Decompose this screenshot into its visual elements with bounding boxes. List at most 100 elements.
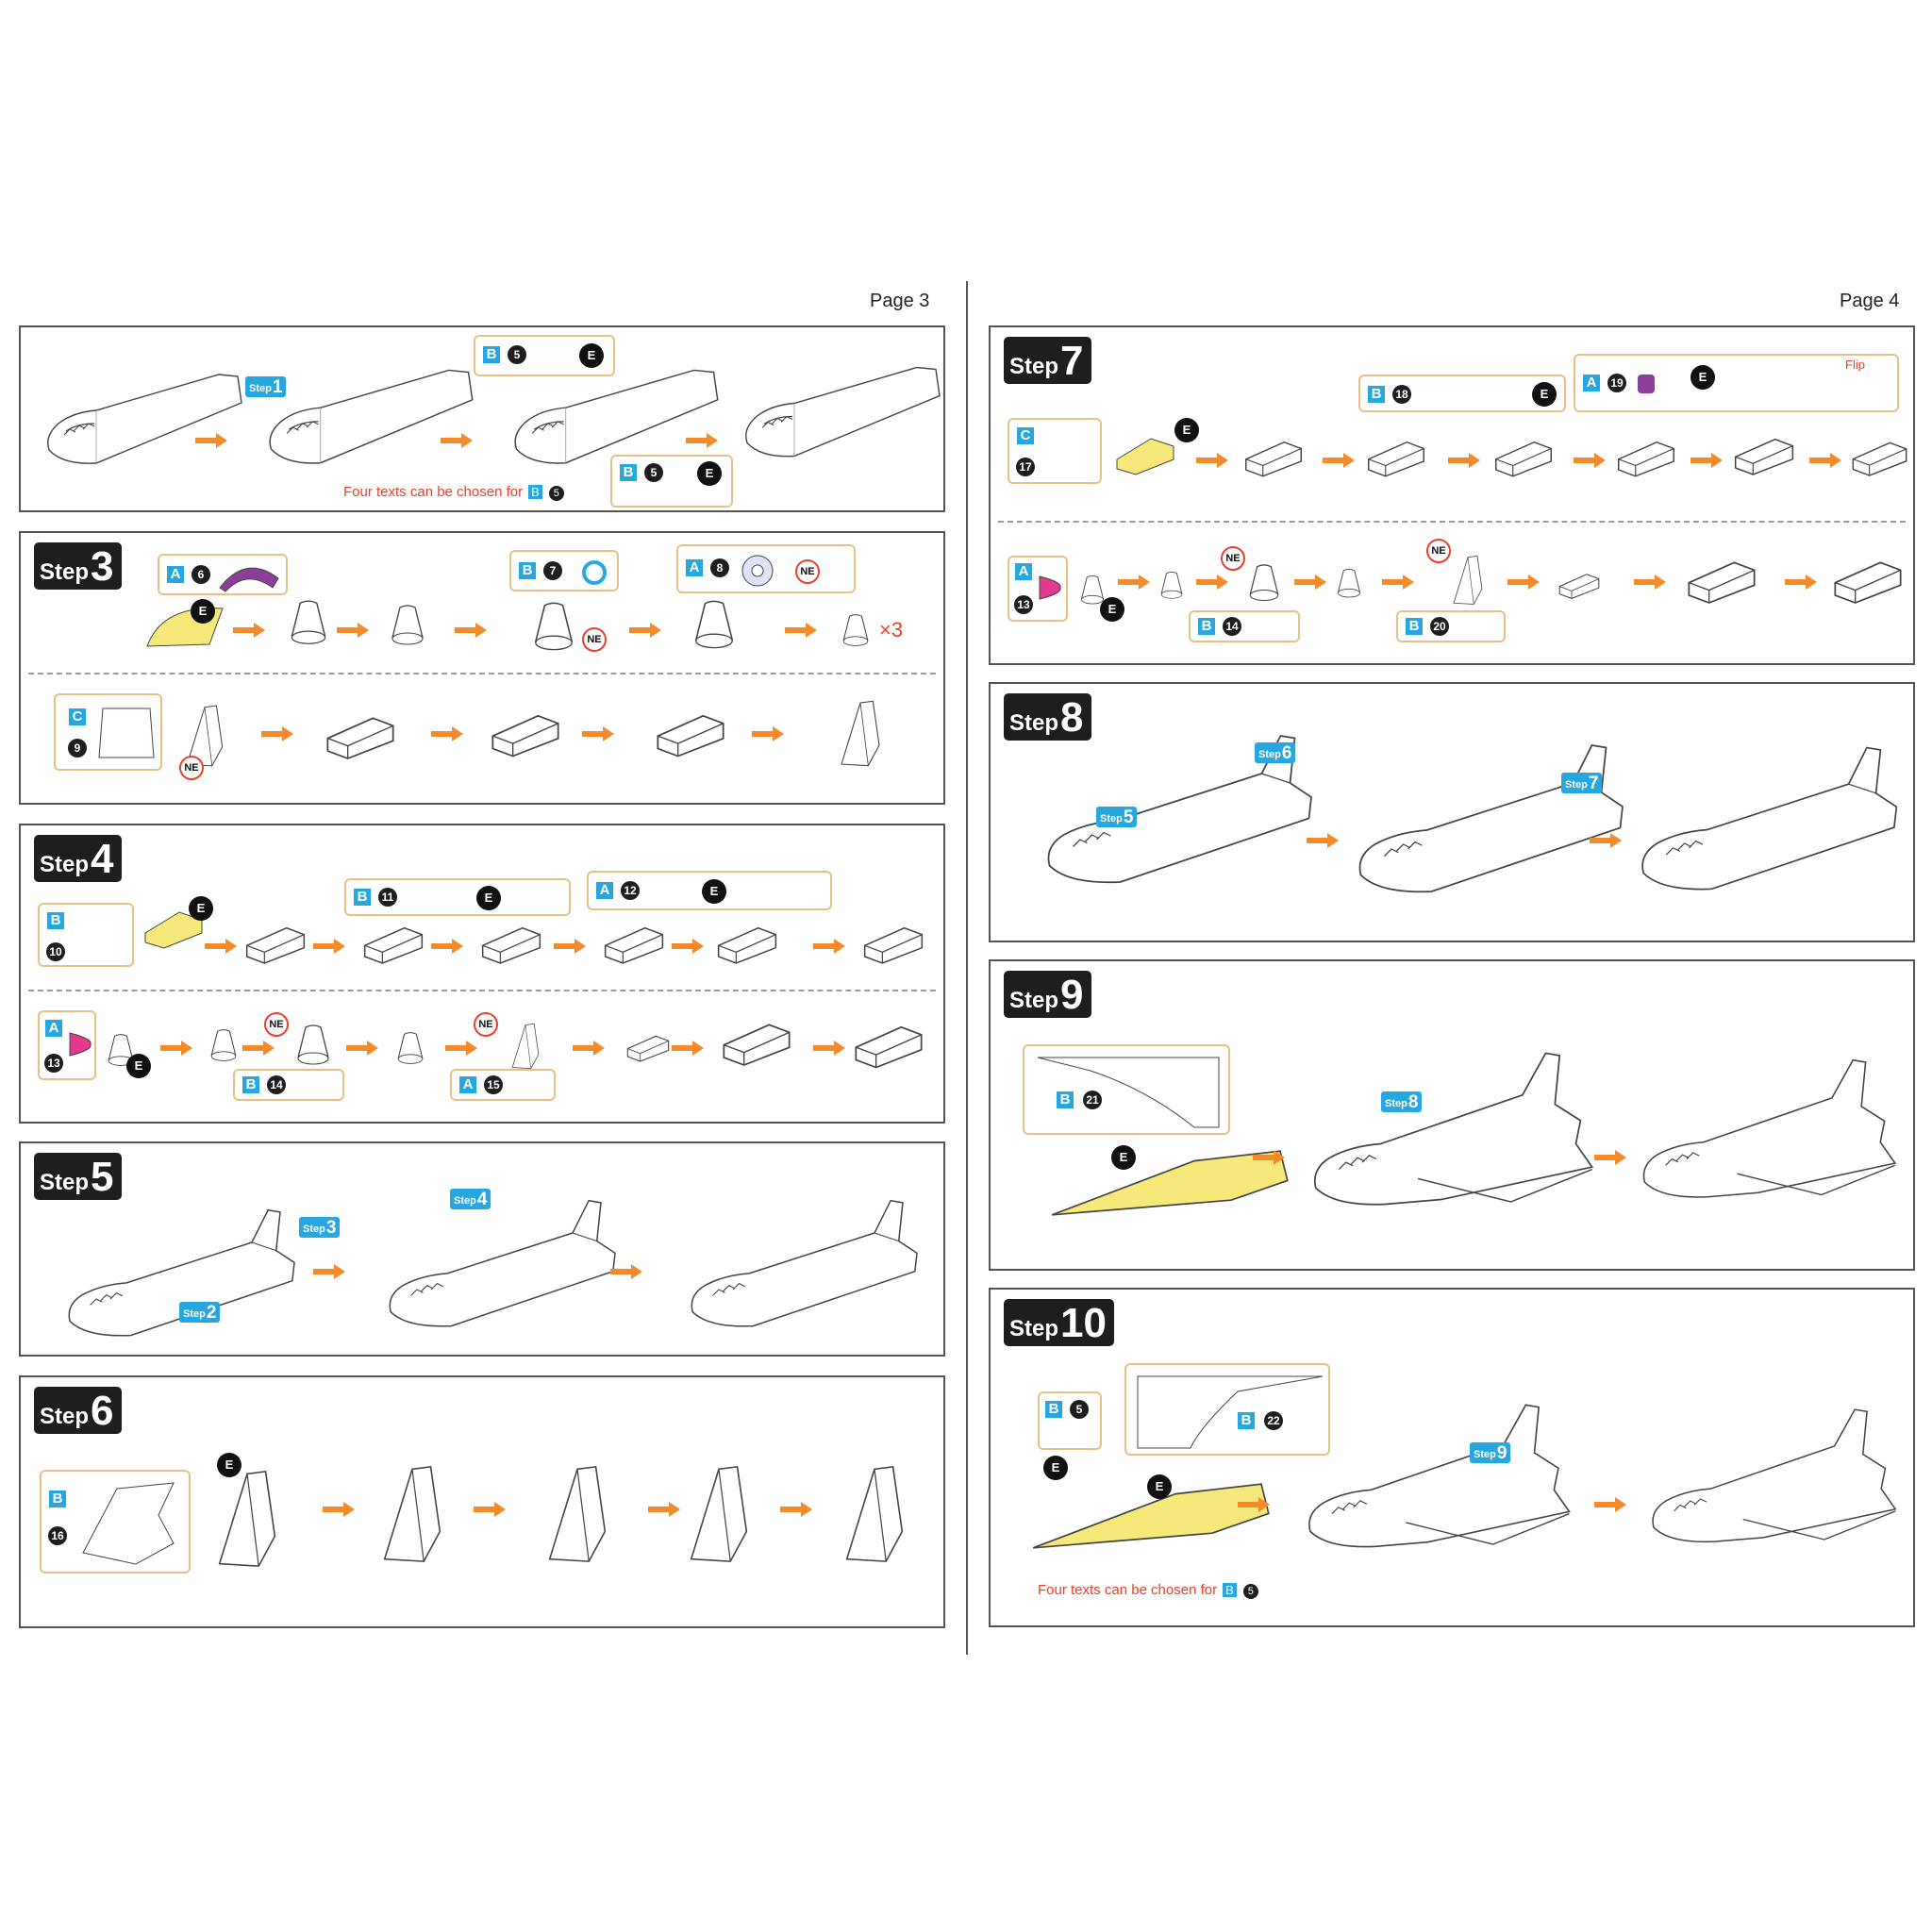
part-number: 15 xyxy=(484,1075,503,1094)
tail-fin-part xyxy=(837,1462,912,1566)
callout-part-a12: A 12 E xyxy=(587,871,832,910)
tail-fin-part xyxy=(209,1467,285,1571)
page-number-right: Page 4 xyxy=(1840,291,1900,311)
flow-arrow xyxy=(629,623,661,638)
flow-arrow xyxy=(233,623,265,638)
flow-arrow xyxy=(554,939,586,954)
flow-arrow xyxy=(455,623,487,638)
flow-arrow xyxy=(785,623,817,638)
flow-arrow xyxy=(323,1502,355,1517)
part-number: 17 xyxy=(1016,458,1035,476)
fuselage-part xyxy=(40,365,247,469)
callout-part-a19: A 19 E Flip xyxy=(1574,354,1899,412)
cone-part xyxy=(389,604,426,651)
nozzle-part xyxy=(521,601,587,658)
block-part xyxy=(1849,436,1910,478)
callout-part-a6: A 6 xyxy=(158,554,288,595)
magenta-part xyxy=(69,1032,92,1057)
small-part xyxy=(1441,554,1494,607)
magenta-part xyxy=(1039,575,1061,600)
part-number: 22 xyxy=(1264,1411,1283,1430)
flow-arrow xyxy=(1507,575,1540,590)
e-badge: E xyxy=(1147,1474,1172,1499)
plate-label: B xyxy=(1238,1412,1255,1429)
flow-arrow xyxy=(1690,453,1723,468)
engine-assembly xyxy=(323,703,398,769)
callout-part-a15: A 15 xyxy=(450,1069,556,1101)
plate-label: A xyxy=(1583,375,1600,391)
flow-arrow xyxy=(431,726,463,741)
callout-part-c17: C 17 xyxy=(1008,418,1102,484)
fuselage-part xyxy=(738,356,945,464)
small-part xyxy=(625,1024,672,1071)
ne-badge: NE xyxy=(1221,546,1245,571)
panel-part xyxy=(98,708,155,758)
flow-arrow xyxy=(648,1502,680,1517)
e-badge: E xyxy=(217,1453,242,1477)
callout-part-b16: B 16 xyxy=(40,1470,191,1574)
flow-arrow xyxy=(752,726,784,741)
fuselage-part xyxy=(502,360,728,469)
small-part xyxy=(1557,563,1602,607)
flow-arrow xyxy=(337,623,369,638)
flow-arrow xyxy=(1382,575,1414,590)
e-badge: E xyxy=(476,886,501,910)
ne-badge: NE xyxy=(1426,539,1451,563)
e-badge: E xyxy=(579,343,604,368)
block-part xyxy=(1241,436,1307,478)
wing-flat-part xyxy=(1037,1057,1220,1128)
tail-fin-part xyxy=(681,1462,757,1566)
plate-label: B xyxy=(47,912,64,929)
plate-label: A xyxy=(45,1020,62,1037)
plate-label: B xyxy=(49,1491,66,1507)
yellow-block-part xyxy=(1116,438,1174,475)
part-number: 7 xyxy=(543,561,562,580)
block-part xyxy=(1830,554,1906,607)
callout-part-b5: B 5 xyxy=(1038,1391,1102,1450)
flow-arrow xyxy=(445,1041,477,1056)
callout-part-a8: A 8 NE xyxy=(676,544,856,593)
flow-arrow xyxy=(1590,833,1622,848)
flow-arrow xyxy=(1196,453,1228,468)
orbiter-assembly xyxy=(1632,731,1906,901)
e-badge: E xyxy=(1111,1145,1136,1170)
part-number: 18 xyxy=(1392,385,1411,404)
orbiter-winged-assembly xyxy=(1302,1037,1604,1216)
part-number: 12 xyxy=(621,881,640,900)
e-badge: E xyxy=(189,896,213,921)
flow-arrow xyxy=(1785,575,1817,590)
block-part xyxy=(601,920,667,967)
tail-fin-part xyxy=(375,1462,450,1566)
block-part xyxy=(242,920,308,967)
part-number: 8 xyxy=(710,558,729,577)
plate-label: B xyxy=(1057,1091,1074,1108)
flow-arrow xyxy=(1196,575,1228,590)
block-part xyxy=(714,920,780,967)
ne-badge: NE xyxy=(474,1012,498,1037)
block-part xyxy=(1613,436,1679,478)
small-part xyxy=(1238,563,1291,607)
block-part xyxy=(360,920,426,967)
part-number: 5 xyxy=(644,463,663,482)
plate-label: B xyxy=(483,346,500,363)
block-part xyxy=(851,1019,926,1071)
plate-label: B xyxy=(1198,618,1215,635)
flow-arrow xyxy=(780,1502,812,1517)
flow-arrow xyxy=(313,1264,345,1279)
ne-badge: NE xyxy=(582,627,607,652)
callout-part-b10: B 10 xyxy=(38,903,134,967)
part-number: 9 xyxy=(68,739,87,758)
plate-label: A xyxy=(686,559,703,576)
